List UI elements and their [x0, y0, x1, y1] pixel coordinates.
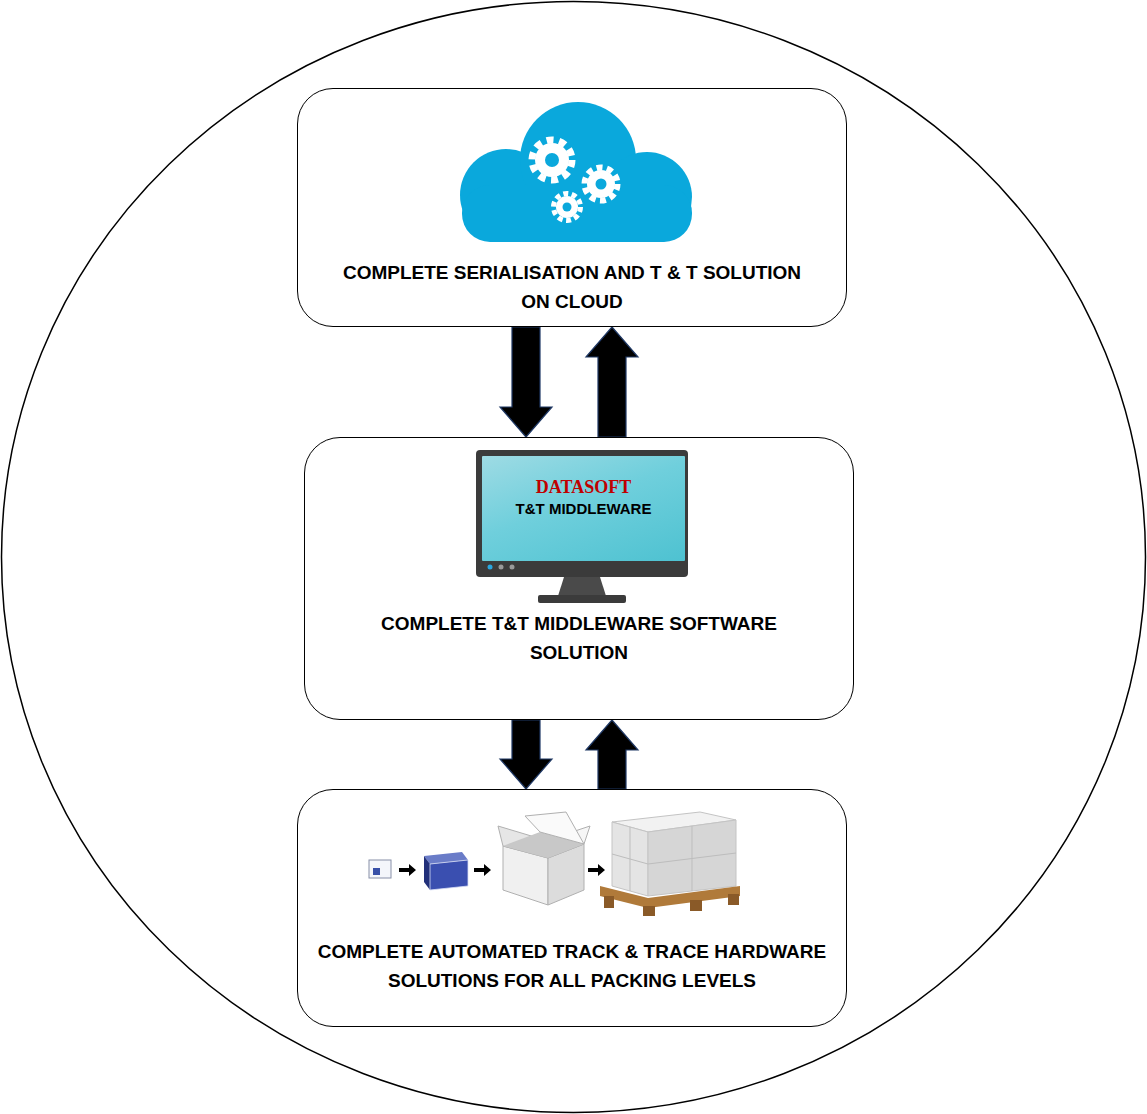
- block-arrow: [586, 720, 638, 789]
- node-label: COMPLETE T&T MIDDLEWARE SOFTWARE SOLUTIO…: [344, 610, 814, 667]
- bundle-side: [424, 856, 430, 890]
- middleware-box: COMPLETE T&T MIDDLEWARE SOFTWARE SOLUTIO…: [304, 437, 854, 720]
- screen-caption: T&T MIDDLEWARE: [486, 499, 681, 519]
- block-arrow: [586, 327, 638, 437]
- cloud-icon: [460, 102, 692, 242]
- monitor-stand: [558, 577, 606, 596]
- gear-hole: [596, 179, 607, 190]
- cloud-part: [462, 185, 692, 242]
- monitor-icon: [476, 450, 688, 603]
- monitor-bezel: [476, 450, 688, 577]
- pallet-deck: [600, 886, 740, 908]
- brand-name: DATASOFT: [486, 476, 681, 499]
- pallet-block: [728, 894, 739, 905]
- monitor-led: [488, 565, 493, 570]
- pallet-block: [690, 900, 702, 911]
- gear-hole: [545, 153, 559, 167]
- gear-teeth: [585, 168, 618, 201]
- block-arrow: [500, 327, 552, 437]
- pallet-load-side: [612, 822, 648, 896]
- flow-arrow: [399, 864, 416, 876]
- pallet-block: [643, 906, 655, 916]
- carton-seam: [612, 854, 648, 864]
- monitor-button: [510, 565, 515, 570]
- hardware-box: COMPLETE AUTOMATED TRACK & TRACE HARDWAR…: [297, 789, 847, 1027]
- case-flap: [525, 812, 584, 844]
- carton-label: [373, 868, 380, 875]
- pallet-block: [604, 896, 614, 908]
- unit-carton: [369, 860, 391, 878]
- flow-arrow: [588, 864, 605, 876]
- monitor-base: [538, 595, 626, 603]
- cloud-solution-box: COMPLETE SERIALISATION AND T & T SOLUTIO…: [297, 88, 847, 327]
- monitor-screen: DATASOFTT&T MIDDLEWARE: [482, 456, 685, 561]
- packing-levels: [369, 812, 740, 916]
- node-label: COMPLETE AUTOMATED TRACK & TRACE HARDWAR…: [304, 938, 840, 995]
- gear-teeth: [532, 140, 572, 180]
- carton-seam: [648, 853, 736, 864]
- node-label: COMPLETE SERIALISATION AND T & T SOLUTIO…: [337, 259, 807, 316]
- block-arrow: [500, 720, 552, 789]
- gear: [556, 196, 578, 218]
- bundle-front: [430, 860, 468, 890]
- pallet-load-front: [648, 820, 736, 896]
- flow-arrow: [474, 864, 491, 876]
- gear-teeth: [554, 194, 581, 221]
- gear-hole: [563, 203, 572, 212]
- monitor-button: [499, 565, 504, 570]
